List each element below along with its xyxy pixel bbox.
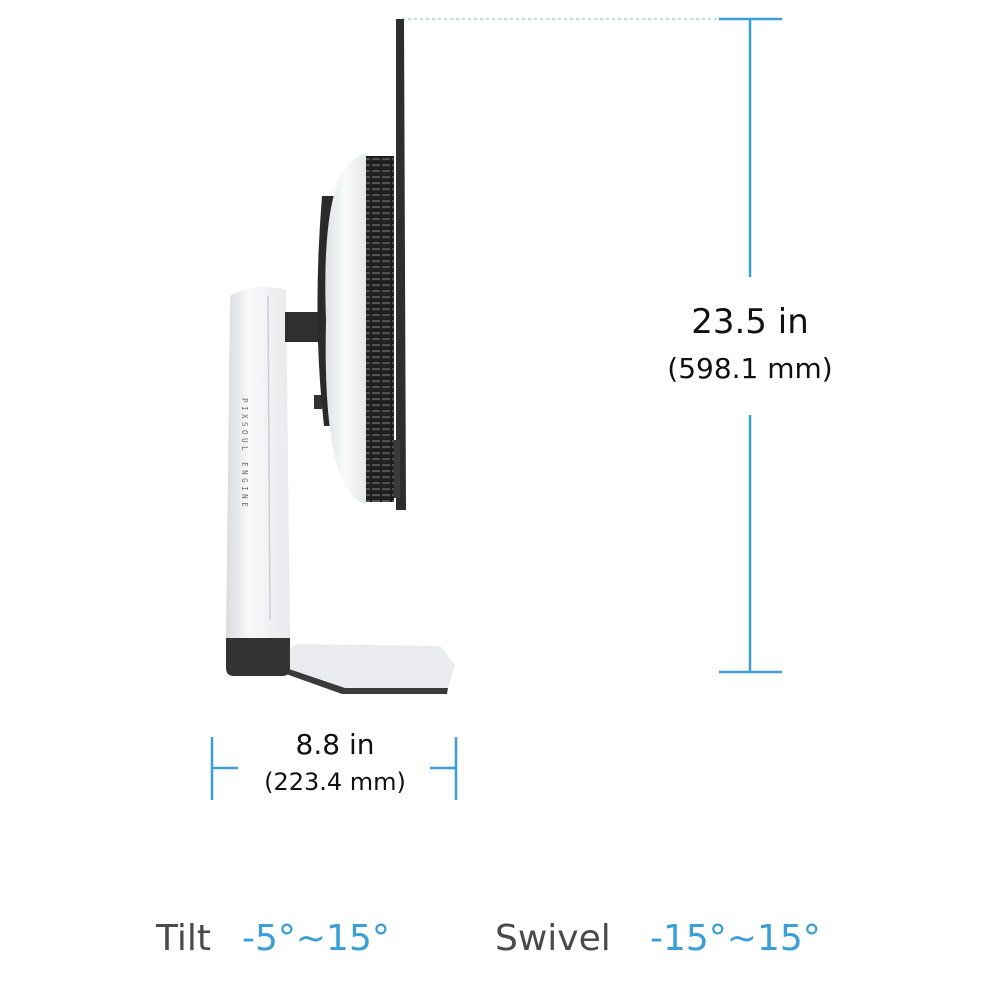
tilt-label: Tilt <box>156 918 212 959</box>
depth-value: 8.8 in <box>295 728 375 761</box>
monitor-back-hub <box>325 154 366 504</box>
height-value: 23.5 in <box>691 302 809 342</box>
swivel-value: -15°~15° <box>650 918 821 959</box>
depth-dimension-line <box>210 737 458 800</box>
stand-foot <box>226 638 290 676</box>
stand-base <box>286 644 455 688</box>
stand-pillar <box>226 287 290 638</box>
vent-grille <box>366 156 394 502</box>
stand-branding-text: PIXSOUL ENGINE <box>240 398 249 510</box>
monitor-illustration <box>226 19 455 694</box>
monitor-panel <box>396 19 406 510</box>
height-dimension-line <box>719 17 782 674</box>
height-metric-value: (598.1 mm) <box>667 352 833 385</box>
swivel-label: Swivel <box>495 918 611 959</box>
tilt-value: -5°~15° <box>242 918 390 959</box>
depth-metric-value: (223.4 mm) <box>264 768 406 796</box>
